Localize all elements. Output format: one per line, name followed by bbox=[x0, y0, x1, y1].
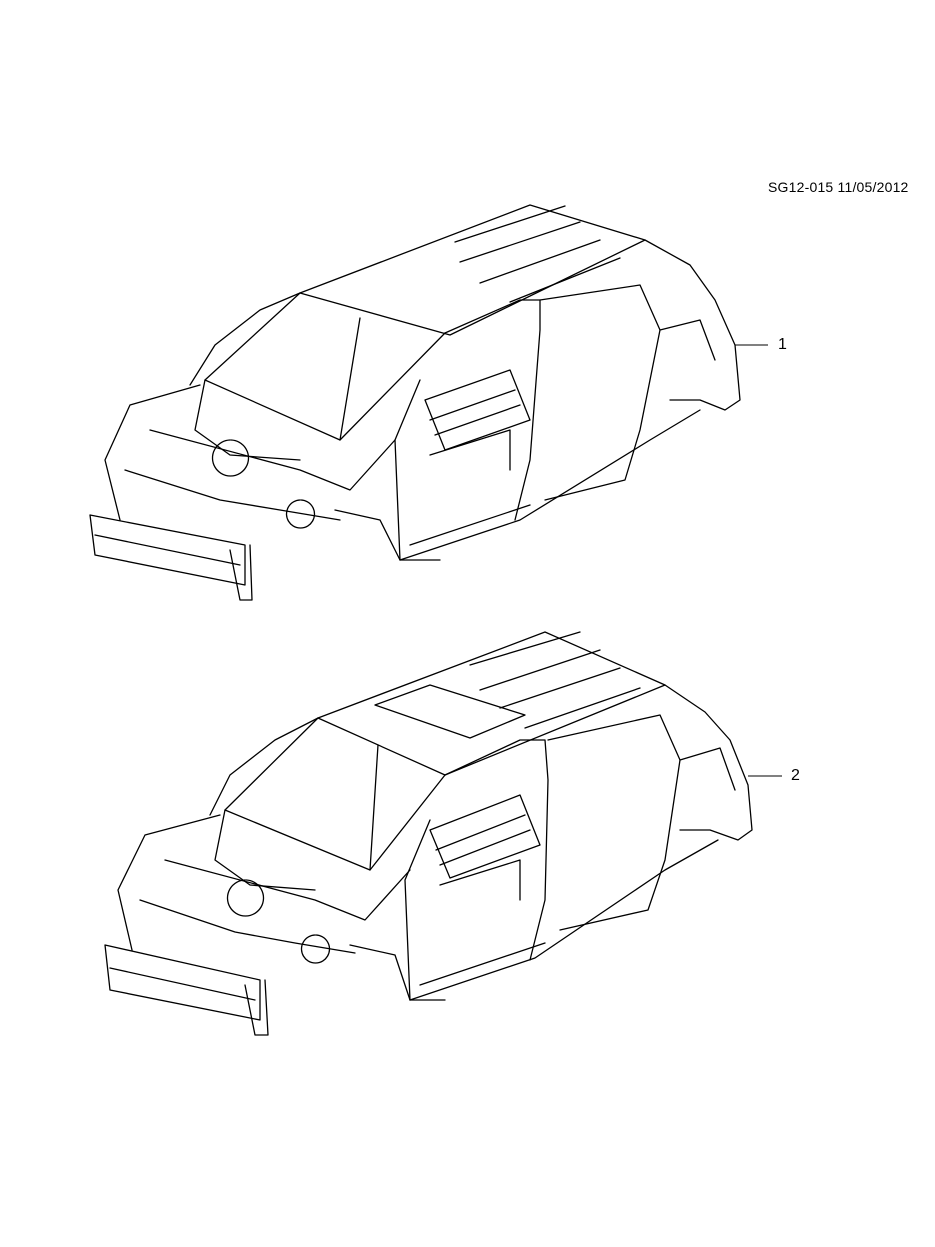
car-body-2 bbox=[104, 631, 753, 1036]
drawing-reference-code: SG12-015 11/05/2012 bbox=[768, 179, 909, 195]
callout-2-label: 2 bbox=[791, 767, 800, 784]
car-body-1 bbox=[89, 204, 741, 601]
callout-1-label: 1 bbox=[778, 336, 787, 353]
